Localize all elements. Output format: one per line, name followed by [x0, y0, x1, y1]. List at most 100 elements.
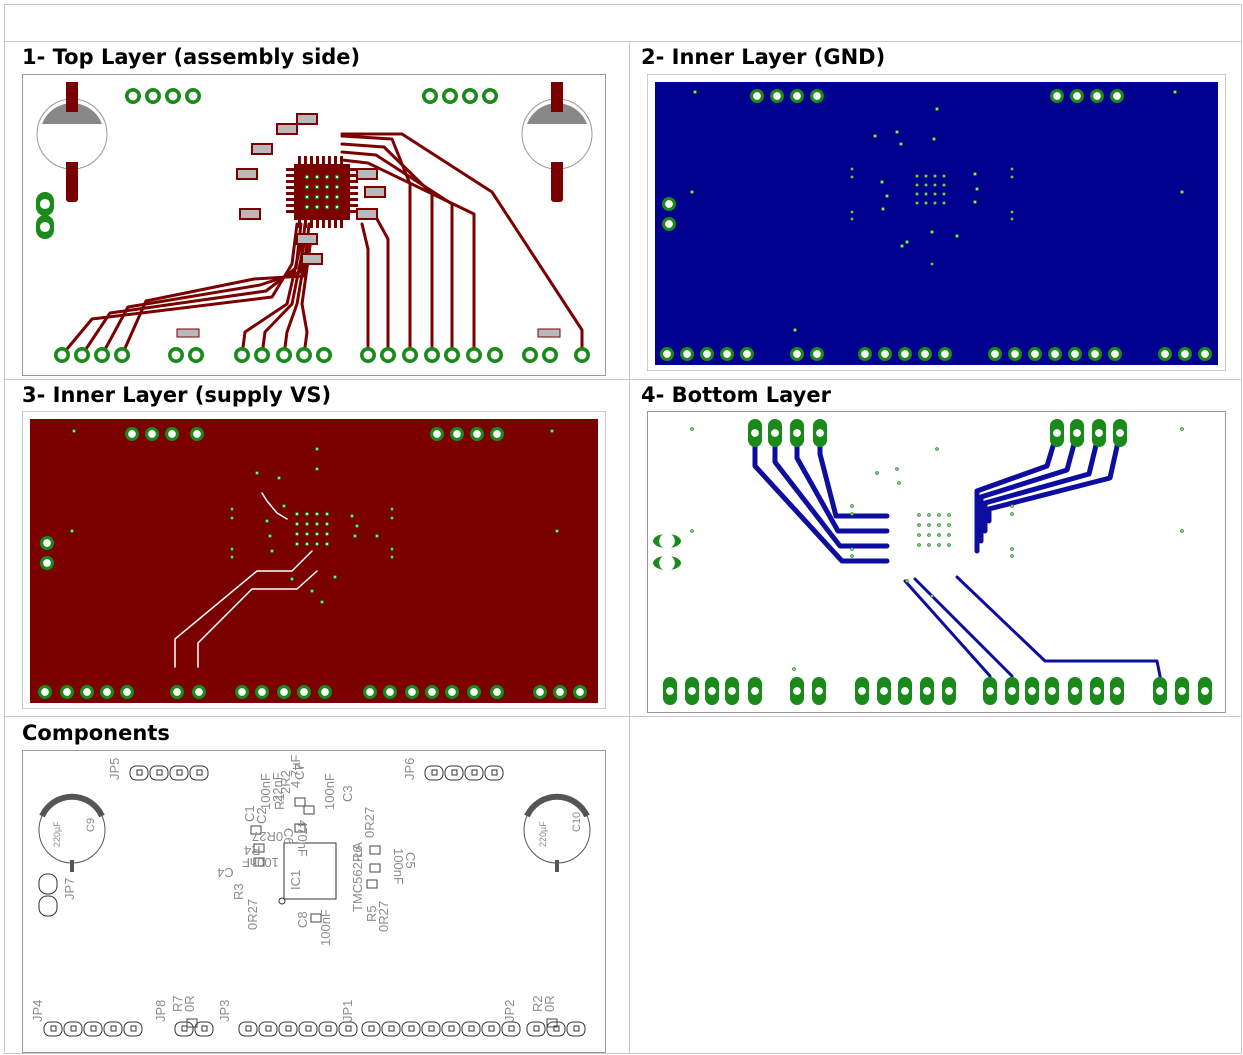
via-hole [896, 468, 898, 470]
label-c1-value: 100nF [258, 773, 273, 810]
smd-outline [310, 913, 322, 923]
pad-hole [708, 687, 716, 695]
smd-outline [253, 857, 265, 867]
row-divider [4, 716, 1242, 717]
pad-hole [1071, 350, 1079, 358]
pad-hole [901, 687, 909, 695]
pad-hole [445, 91, 455, 101]
via-hole [896, 131, 898, 133]
via-hole [334, 576, 336, 578]
pad-hole [1073, 429, 1081, 437]
ic-pin [350, 204, 358, 207]
header-pin [265, 1025, 272, 1032]
cap-polarity [527, 103, 587, 124]
trace [986, 430, 1123, 524]
pad-hole [773, 92, 781, 100]
via-hole [391, 548, 393, 550]
via-hole [296, 523, 298, 525]
header-outline [123, 1021, 143, 1037]
pad-hole [39, 221, 51, 233]
pad-hole [168, 91, 178, 101]
label-c9-value: 220µF [52, 821, 62, 847]
via-hole [1011, 218, 1013, 220]
via-hole [851, 168, 853, 170]
label-r6: R6 [350, 845, 365, 862]
header-outline [83, 1021, 103, 1037]
label-r1: R1 [272, 793, 287, 810]
via-hole [916, 184, 918, 186]
row-divider [4, 41, 1242, 42]
via-hole [918, 544, 920, 546]
label-r2: R2 [530, 995, 545, 1012]
trace [375, 217, 390, 357]
pad-hole [43, 559, 51, 567]
clearance [174, 550, 313, 668]
via-hole [231, 517, 233, 519]
pad-hole [148, 91, 158, 101]
via-hole [948, 524, 950, 526]
smd-outline [250, 825, 262, 835]
via-hole [851, 513, 853, 515]
label-c7: C7 [292, 763, 307, 780]
header-pin [136, 769, 143, 776]
caption-bottom-layer: 4- Bottom Layer [641, 383, 831, 407]
pad-hole [300, 688, 308, 696]
pad-hole [1028, 687, 1036, 695]
pad-hole [1161, 350, 1169, 358]
ic-footprint [294, 164, 350, 220]
header-outline [63, 1021, 83, 1037]
via-hole [876, 472, 878, 474]
label-ic1: IC1 [288, 870, 303, 890]
via-hole [551, 430, 553, 432]
via-hole [906, 580, 908, 582]
header-pin [488, 1025, 495, 1032]
via-hole [256, 472, 258, 474]
pad-hole [659, 533, 675, 549]
label-jp7: JP7 [62, 878, 77, 900]
ic-pin1-marker [278, 897, 286, 905]
pad-hole [577, 350, 587, 360]
smd-outline [546, 1018, 558, 1028]
ic-pin [286, 198, 294, 201]
pad-hole [666, 687, 674, 695]
cap-pad [66, 82, 78, 112]
via-hole [306, 543, 308, 545]
pad-hole [469, 350, 479, 360]
pad-hole [1113, 92, 1121, 100]
smd-outline [303, 805, 315, 815]
via-hole [1174, 91, 1176, 93]
via-hole [938, 534, 940, 536]
via-hole [305, 185, 309, 189]
via-hole [315, 175, 319, 179]
ic-pin [350, 180, 358, 183]
via-hole [925, 184, 927, 186]
cap-pad [66, 162, 78, 192]
header-pin [176, 769, 183, 776]
pad-hole [299, 350, 309, 360]
pad-hole [881, 350, 889, 358]
label-c6-value: 470nF [295, 820, 310, 857]
header-outline [526, 1021, 546, 1037]
pad-hole [743, 350, 751, 358]
via-hole [793, 668, 795, 670]
pad-hole [1008, 687, 1016, 695]
header-pin [305, 1025, 312, 1032]
pad-hole [386, 688, 394, 696]
header-pin [428, 1025, 435, 1032]
smd-part [296, 233, 318, 245]
pad-hole [493, 430, 501, 438]
vs-layer-board [22, 411, 606, 709]
via-hole [851, 218, 853, 220]
via-hole [934, 202, 936, 204]
header-pin [573, 1025, 580, 1032]
via-hole [956, 235, 958, 237]
trace [340, 132, 584, 357]
cap-lead [70, 860, 74, 872]
via-hole [928, 514, 930, 516]
via-hole [335, 185, 339, 189]
pad-hole [813, 92, 821, 100]
header-pin [471, 769, 478, 776]
label-c10-value: 220µF [538, 821, 548, 847]
bottom-layer-panel [647, 411, 1226, 713]
